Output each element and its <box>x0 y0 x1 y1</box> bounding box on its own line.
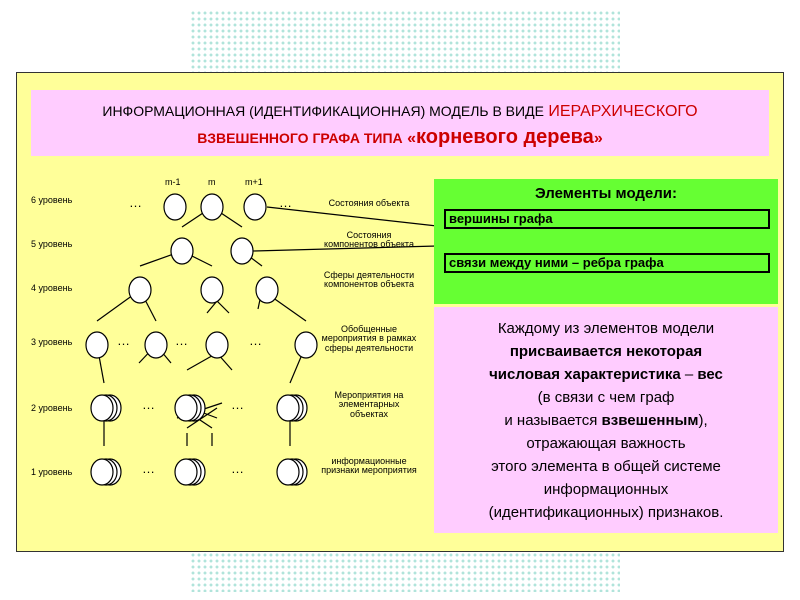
model-elements-panel: Элементы модели: вершины графа связи меж… <box>434 179 778 304</box>
description-line-3b: – <box>680 366 698 383</box>
title-part-1: ИНФОРМАЦИОННАЯ (ИДЕНТИФИКАЦИОННАЯ) МОДЕЛ… <box>102 103 544 119</box>
title-banner: ИНФОРМАЦИОННАЯ (ИДЕНТИФИКАЦИОННАЯ) МОДЕЛ… <box>31 90 769 156</box>
column-label-activity-spheres: Сферы деятельности компонентов объекта <box>323 270 415 290</box>
ellipsis-l6b: … <box>279 195 292 210</box>
ellipsis-l1a: … <box>142 461 155 476</box>
tree-diagram <box>85 193 437 486</box>
level-label-6: 6 уровень <box>31 195 73 205</box>
description-line-4: (в связи с чем граф <box>537 389 675 406</box>
description-line-9: (идентификационных) признаков. <box>488 504 724 521</box>
title-quote-open: « <box>407 130 417 148</box>
ellipsis-l3c: … <box>249 333 262 348</box>
description-line-8: информационных <box>543 481 669 498</box>
level-label-3: 3 уровень <box>31 337 73 347</box>
level-label-4: 4 уровень <box>31 283 73 293</box>
column-label-component-states: Состояния компонентов объекта <box>324 230 414 250</box>
title-part-4: корневого дерева <box>416 126 594 149</box>
decorative-dot-pattern-top <box>190 10 620 72</box>
model-element-vertices: вершины графа <box>444 209 770 229</box>
description-line-1: Каждому из элементов модели <box>497 320 715 337</box>
ellipsis-l1b: … <box>231 461 244 476</box>
level-label-5: 5 уровень <box>31 239 73 249</box>
marker-m: m <box>208 177 216 187</box>
column-label-info-features: информационные признаки мероприятия <box>321 456 417 476</box>
description-line-5b: взвешенным <box>601 412 699 429</box>
description-line-3c: вес <box>697 366 723 383</box>
ellipsis-l2b: … <box>231 397 244 412</box>
model-elements-title: Элементы модели: <box>534 185 678 202</box>
description-line-7: этого элемента в общей системе <box>491 458 721 475</box>
level-label-1: 1 уровень <box>31 467 73 477</box>
column-label-elementary-measures: Мероприятия на элементарных объектах <box>334 390 404 419</box>
slide: ИНФОРМАЦИОННАЯ (ИДЕНТИФИКАЦИОННАЯ) МОДЕЛ… <box>16 72 784 552</box>
description-line-6: отражающая важность <box>526 435 686 452</box>
description-line-3a: числовая характеристика <box>489 366 681 383</box>
ellipsis-l6a: … <box>129 195 142 210</box>
model-element-edges: связи между ними – ребра графа <box>444 253 770 273</box>
description-line-2: присваивается некоторая <box>509 343 703 360</box>
description-line-5a: и называется <box>504 412 602 429</box>
level-label-2: 2 уровень <box>31 403 73 413</box>
description-text: Каждому из элементов модели присваиваетс… <box>434 317 778 524</box>
title-part-2: ИЕРАРХИЧЕСКОГО <box>548 103 698 120</box>
ellipsis-l3b: … <box>175 333 188 348</box>
marker-m-minus-1: m-1 <box>165 177 181 187</box>
decorative-dot-pattern-bottom <box>190 552 620 592</box>
description-panel: Каждому из элементов модели присваиваетс… <box>434 307 778 533</box>
title-quote-close: » <box>593 130 603 148</box>
column-label-object-states: Состояния объекта <box>328 198 410 208</box>
marker-m-plus-1: m+1 <box>245 177 263 187</box>
hierarchy-graph: 6 уровень 5 уровень 4 уровень 3 уровень … <box>17 163 437 503</box>
ellipsis-l3a: … <box>117 333 130 348</box>
title-part-3: ВЗВЕШЕННОГО ГРАФА ТИПА <box>197 130 403 147</box>
ellipsis-l2a: … <box>142 397 155 412</box>
column-label-generalized-measures: Обобщенные мероприятия в рамках сферы де… <box>321 324 417 353</box>
description-line-5c: ), <box>698 412 708 429</box>
